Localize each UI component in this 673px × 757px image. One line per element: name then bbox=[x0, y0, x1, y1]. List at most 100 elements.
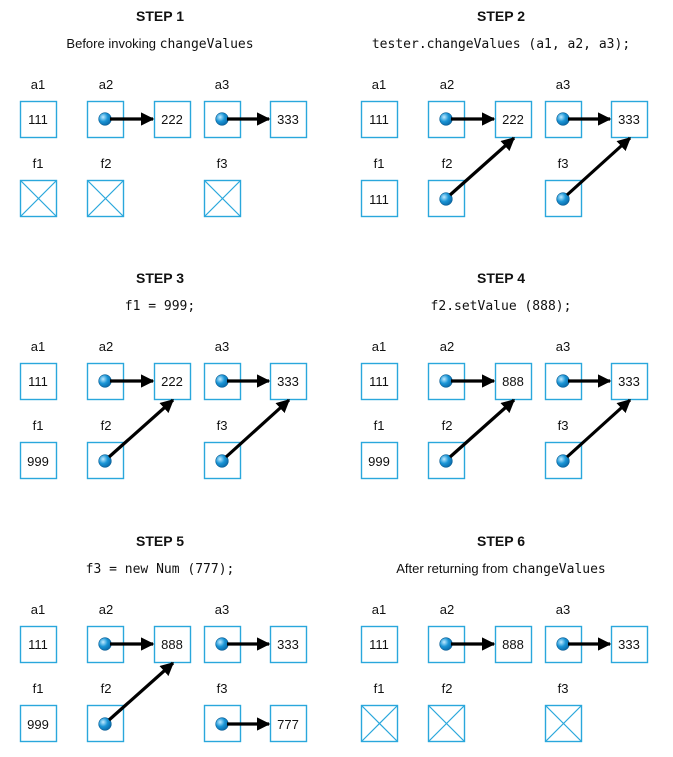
null-cross bbox=[545, 705, 582, 742]
step-heading: STEP 6 bbox=[477, 533, 525, 549]
null-cross bbox=[87, 180, 124, 217]
num-object-box bbox=[153, 100, 192, 139]
num-object-value: 222 bbox=[161, 374, 183, 389]
step-panel-4: STEP 4f2.setValue (888);a1111a2888a3333f… bbox=[360, 270, 649, 480]
reference-dot bbox=[215, 717, 229, 731]
step-panel-5: STEP 5f3 = new Num (777);a1111a2888a3333… bbox=[19, 533, 308, 743]
reference-dot bbox=[556, 112, 570, 126]
num-object-value: 777 bbox=[277, 717, 299, 732]
var-label-f2: f2 bbox=[101, 681, 112, 696]
var-label-a1: a1 bbox=[31, 77, 45, 92]
var-value-a1: 111 bbox=[28, 112, 48, 127]
reference-dot bbox=[556, 637, 570, 651]
var-label-f3: f3 bbox=[217, 418, 228, 433]
num-object-box bbox=[610, 625, 649, 664]
var-value-f1: 999 bbox=[27, 717, 49, 732]
reference-dot bbox=[98, 454, 112, 468]
num-object-value: 333 bbox=[277, 637, 299, 652]
reference-dot bbox=[98, 112, 112, 126]
reference-dot bbox=[439, 112, 453, 126]
num-object-value: 333 bbox=[277, 374, 299, 389]
var-value-f1: 999 bbox=[368, 454, 390, 469]
num-object-box bbox=[610, 362, 649, 401]
var-label-f2: f2 bbox=[442, 156, 453, 171]
num-object-value: 222 bbox=[161, 112, 183, 127]
var-label-f3: f3 bbox=[558, 156, 569, 171]
var-label-f3: f3 bbox=[558, 681, 569, 696]
var-label-a3: a3 bbox=[215, 339, 229, 354]
step-caption: f1 = 999; bbox=[125, 299, 195, 314]
var-label-a2: a2 bbox=[440, 602, 454, 617]
var-box-f1 bbox=[19, 704, 58, 743]
var-box-a1 bbox=[360, 362, 399, 401]
reference-arrow bbox=[107, 398, 175, 459]
var-label-a2: a2 bbox=[99, 602, 113, 617]
reference-dot bbox=[215, 637, 229, 651]
var-box-f1 bbox=[360, 179, 399, 218]
var-value-f1: 111 bbox=[369, 192, 389, 207]
num-object-box bbox=[269, 100, 308, 139]
reference-dot bbox=[98, 637, 112, 651]
step-caption: f3 = new Num (777); bbox=[86, 562, 235, 577]
var-label-f1: f1 bbox=[33, 418, 44, 433]
var-box-f1 bbox=[360, 441, 399, 480]
reference-dot bbox=[439, 192, 453, 206]
var-box-a1 bbox=[360, 100, 399, 139]
var-box-a1 bbox=[19, 362, 58, 401]
var-label-f3: f3 bbox=[558, 418, 569, 433]
var-value-a1: 111 bbox=[369, 637, 389, 652]
var-box-a1 bbox=[19, 625, 58, 664]
num-object-value: 333 bbox=[618, 374, 640, 389]
var-value-a1: 111 bbox=[28, 374, 48, 389]
var-label-a3: a3 bbox=[215, 77, 229, 92]
var-value-a1: 111 bbox=[28, 637, 48, 652]
reference-arrow bbox=[224, 398, 291, 459]
var-label-f1: f1 bbox=[374, 418, 385, 433]
num-object-box bbox=[269, 625, 308, 664]
reference-dot bbox=[215, 112, 229, 126]
reference-dot bbox=[556, 454, 570, 468]
step-heading: STEP 3 bbox=[136, 270, 184, 286]
null-cross bbox=[20, 180, 57, 217]
var-label-a3: a3 bbox=[556, 339, 570, 354]
reference-dot bbox=[98, 374, 112, 388]
reference-dot bbox=[439, 454, 453, 468]
num-object-value: 888 bbox=[502, 637, 524, 652]
var-box-a1 bbox=[19, 100, 58, 139]
var-label-f3: f3 bbox=[217, 156, 228, 171]
num-object-value: 333 bbox=[277, 112, 299, 127]
num-object-value: 888 bbox=[161, 637, 183, 652]
num-object-value: 888 bbox=[502, 374, 524, 389]
reference-arrow bbox=[565, 136, 632, 197]
var-label-a3: a3 bbox=[556, 602, 570, 617]
num-object-box bbox=[269, 362, 308, 401]
var-label-a2: a2 bbox=[99, 77, 113, 92]
reference-arrow bbox=[448, 398, 516, 459]
var-label-f1: f1 bbox=[33, 681, 44, 696]
var-label-f2: f2 bbox=[442, 681, 453, 696]
num-object-value: 333 bbox=[618, 637, 640, 652]
null-cross bbox=[204, 180, 241, 217]
var-label-f2: f2 bbox=[101, 156, 112, 171]
var-label-f2: f2 bbox=[101, 418, 112, 433]
reference-dot bbox=[98, 717, 112, 731]
var-label-a1: a1 bbox=[31, 602, 45, 617]
var-value-a1: 111 bbox=[369, 112, 389, 127]
num-object-value: 222 bbox=[502, 112, 524, 127]
var-label-a1: a1 bbox=[372, 602, 386, 617]
var-box-f1 bbox=[19, 441, 58, 480]
null-cross bbox=[361, 705, 398, 742]
step-caption: f2.setValue (888); bbox=[431, 299, 572, 314]
step-caption: Before invoking changeValues bbox=[66, 36, 253, 52]
reference-dot bbox=[556, 374, 570, 388]
step-heading: STEP 2 bbox=[477, 8, 525, 24]
num-object-value: 333 bbox=[618, 112, 640, 127]
reference-dot bbox=[439, 637, 453, 651]
reference-dot bbox=[215, 454, 229, 468]
var-label-f3: f3 bbox=[217, 681, 228, 696]
var-label-a3: a3 bbox=[556, 77, 570, 92]
